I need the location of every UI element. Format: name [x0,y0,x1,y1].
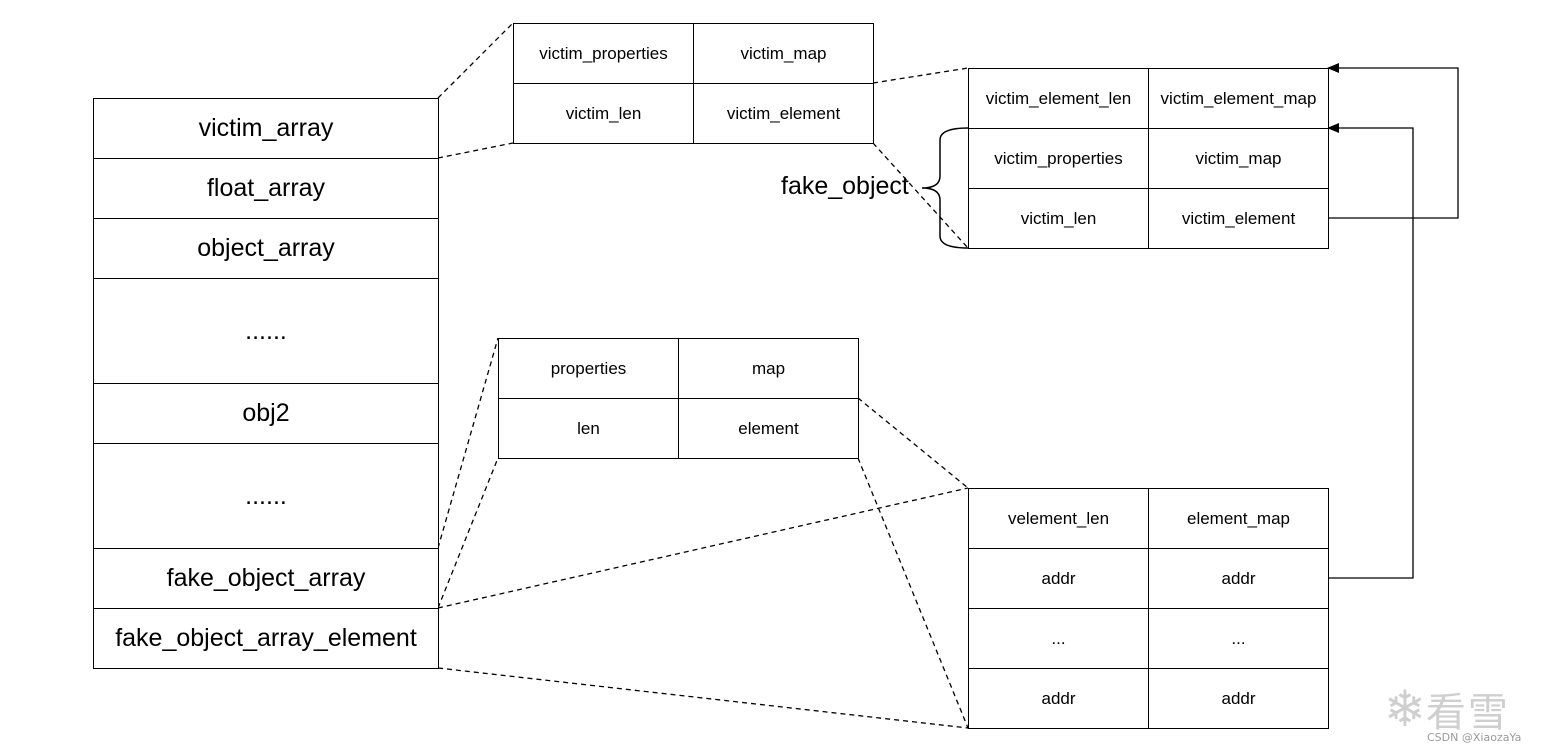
fake-victim-element-map-cell: victim_element_map [1148,68,1329,129]
element-ellipsis-cell-2: ... [1148,608,1329,669]
victim-len-cell: victim_len [513,83,694,144]
main-row-float-array: float_array [93,158,439,219]
main-row-fake-object-array-element: fake_object_array_element [93,608,439,669]
zoom-line-fake-top [872,67,969,84]
victim-element-cell: victim_element [693,83,874,144]
fake-object-label: fake_object [781,172,909,200]
zoom-line-element-bottom [437,667,969,729]
element-element-map-cell: element_map [1148,488,1329,549]
element-addr-cell-2: addr [1148,548,1329,609]
snowflake-icon: ❄ [1384,680,1426,738]
zoom-line-victim-bottom [437,142,514,159]
fake-victim-element-len-cell: victim_element_len [968,68,1149,129]
zoom-line-object-element-top [857,397,969,489]
zoom-line-object-bottom [437,457,499,609]
fake-object-brace [921,127,969,249]
main-row-victim-array: victim_array [93,98,439,159]
zoom-line-victim-top [437,22,514,99]
fake-victim-element-cell: victim_element [1148,188,1329,249]
watermark: ❄ 看雪 [1384,680,1510,738]
csdn-credit: CSDN @XiaozaYa [1427,731,1522,744]
element-velement-len-cell: velement_len [968,488,1149,549]
object-len-cell: len [498,398,679,459]
object-properties-cell: properties [498,338,679,399]
watermark-text: 看雪 [1425,690,1510,736]
element-ellipsis-cell-1: ... [968,608,1149,669]
zoom-line-object-element-bottom [857,457,969,729]
pointer-arrow-addr [1327,123,1414,579]
pointer-arrow-victim-element [1327,63,1459,219]
fake-victim-len-cell: victim_len [968,188,1149,249]
main-row-ellipsis-1: ...... [93,278,439,384]
main-row-ellipsis-2: ...... [93,443,439,549]
element-addr-cell-1: addr [968,548,1149,609]
object-map-cell: map [678,338,859,399]
victim-properties-cell: victim_properties [513,23,694,84]
fake-victim-properties-cell: victim_properties [968,128,1149,189]
element-addr-cell-3: addr [968,668,1149,729]
zoom-line-element-top [437,487,969,609]
fake-victim-map-cell: victim_map [1148,128,1329,189]
zoom-line-fake-bottom [872,142,969,249]
victim-map-cell: victim_map [693,23,874,84]
main-row-obj2: obj2 [93,383,439,444]
zoom-line-object-top [437,337,499,549]
object-element-cell: element [678,398,859,459]
element-addr-cell-4: addr [1148,668,1329,729]
main-row-fake-object-array: fake_object_array [93,548,439,609]
main-row-object-array: object_array [93,218,439,279]
